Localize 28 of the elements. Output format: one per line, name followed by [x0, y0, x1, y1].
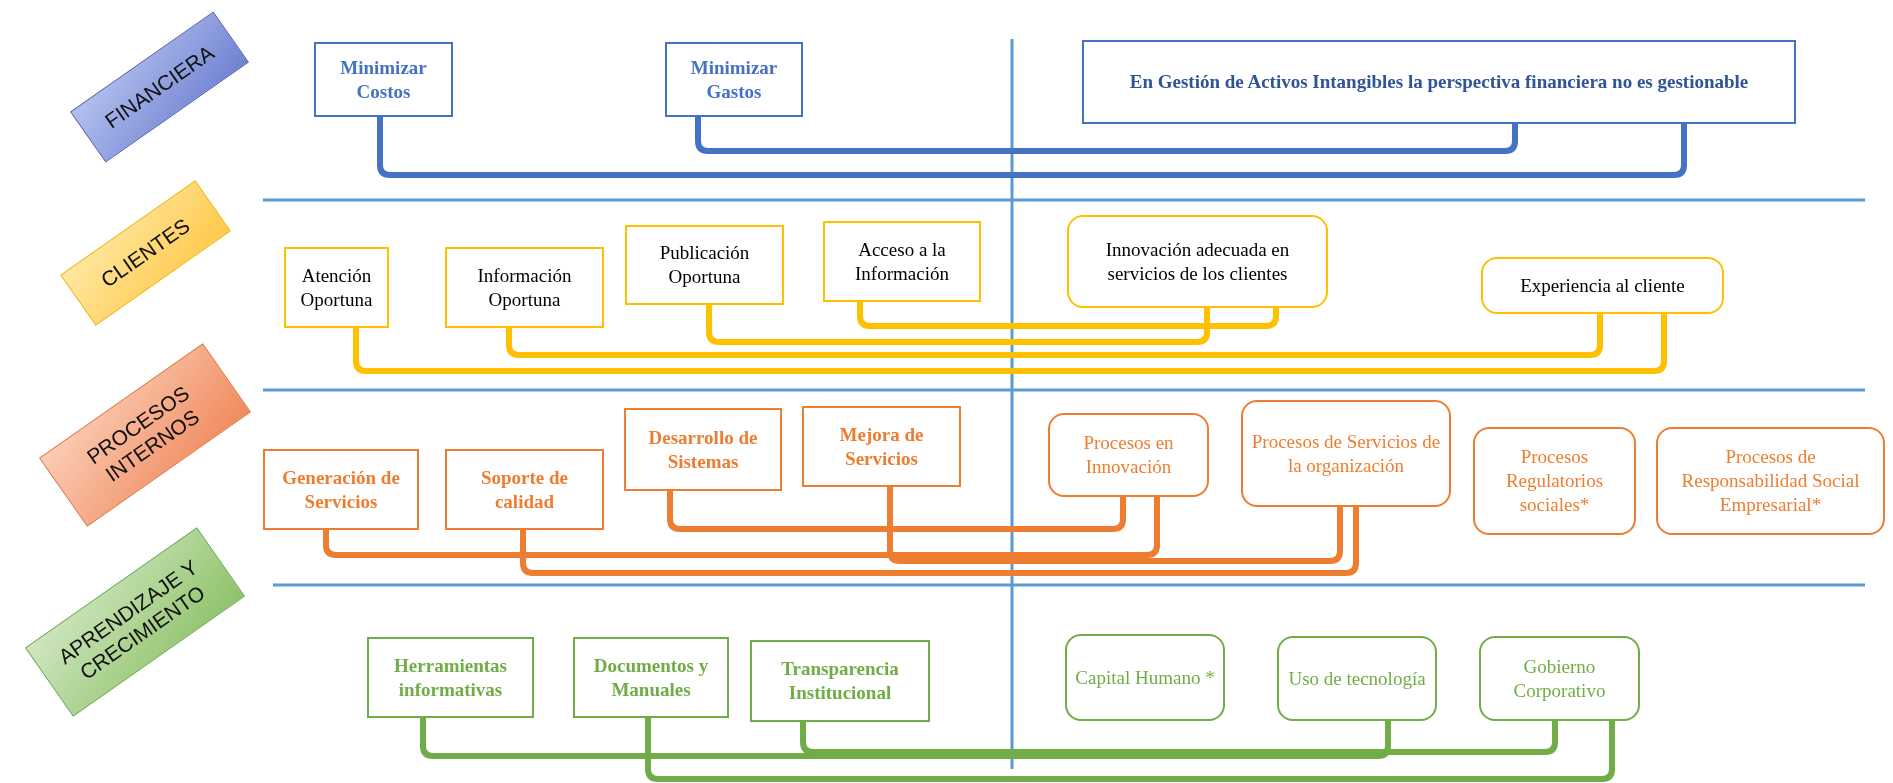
- objective-box: Procesos de Servicios de la organización: [1241, 400, 1451, 507]
- objective-box: Procesos en Innovación: [1048, 413, 1209, 497]
- objective-box: Publicación Oportuna: [625, 225, 784, 305]
- objective-box: En Gestión de Activos Intangibles la perspectiva financiera no es gestionable: [1082, 40, 1796, 124]
- objective-box: Mejora de Servicios: [802, 406, 961, 487]
- objective-box: Herramientas informativas: [367, 637, 534, 718]
- objective-box: Gobierno Corporativo: [1479, 636, 1640, 721]
- bracket-connector: [323, 494, 1160, 558]
- bracket-connector: [353, 311, 1667, 374]
- bracket-connector: [520, 504, 1359, 576]
- objective-box: Procesos Regulatorios sociales*: [1473, 427, 1636, 535]
- objective-box: Transparencia Institucional: [750, 640, 930, 722]
- objective-box: Generación de Servicios: [263, 449, 419, 530]
- objective-box: Soporte de calidad: [445, 449, 604, 530]
- objective-box: Documentos y Manuales: [573, 637, 729, 718]
- bracket-connector: [506, 311, 1603, 358]
- objective-box: Capital Humano *: [1065, 634, 1225, 721]
- objective-box: Experiencia al cliente: [1481, 257, 1724, 314]
- objective-box: Acceso a la Información: [823, 221, 981, 302]
- objective-box: Innovación adecuada en servicios de los clientes: [1067, 215, 1328, 308]
- objective-box: Información Oportuna: [445, 247, 604, 328]
- objective-box: Minimizar Gastos: [665, 42, 803, 117]
- bracket-connector: [800, 718, 1558, 755]
- objective-box: Atención Oportuna: [284, 247, 389, 328]
- objective-box: Minimizar Costos: [314, 42, 453, 117]
- objective-box: Procesos de Responsabilidad Social Empresarial*: [1656, 427, 1885, 535]
- objective-box: Desarrollo de Sistemas: [624, 408, 782, 491]
- objective-box: Uso de tecnología: [1277, 636, 1437, 721]
